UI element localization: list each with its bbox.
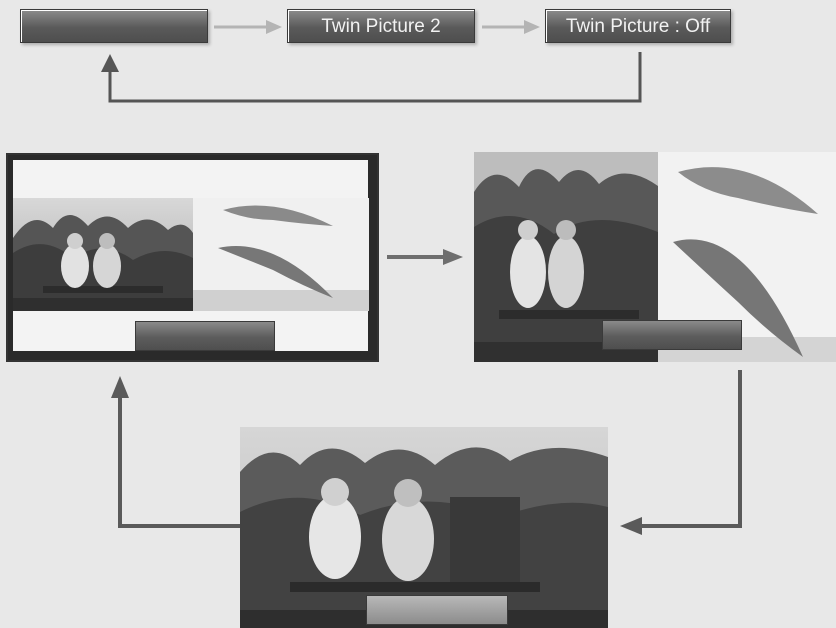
photo-dolphins-right (658, 152, 836, 362)
photo-children-left (13, 198, 193, 311)
osd-step-1 (20, 9, 208, 43)
screen-1-label-bar (135, 321, 275, 351)
arrow-right-icon (387, 249, 463, 265)
screen-3-label-bar (366, 595, 508, 625)
osd-twin-picture-2-label: Twin Picture 2 (321, 16, 441, 37)
photo-dolphins-right (193, 198, 369, 311)
arrow-up-icon (101, 54, 119, 72)
screen-single-picture (240, 427, 608, 628)
screen-2-label-bar (602, 320, 742, 350)
loop-connector (101, 52, 642, 103)
photo-children-full (240, 427, 608, 628)
arrow-right-icon (482, 20, 540, 34)
screen-twin-picture-2 (474, 152, 836, 362)
osd-twin-picture-off-label: Twin Picture : Off (565, 16, 711, 37)
connector-to-single (620, 370, 742, 535)
arrow-up-icon (111, 376, 129, 398)
arrow-right-icon (214, 20, 282, 34)
connector-to-screen-1 (111, 376, 240, 528)
screen-twin-picture-1 (6, 153, 379, 362)
osd-twin-picture-off: Twin Picture : Off (545, 9, 731, 43)
osd-twin-picture-2: Twin Picture 2 (287, 9, 475, 43)
arrow-left-icon (620, 517, 642, 535)
